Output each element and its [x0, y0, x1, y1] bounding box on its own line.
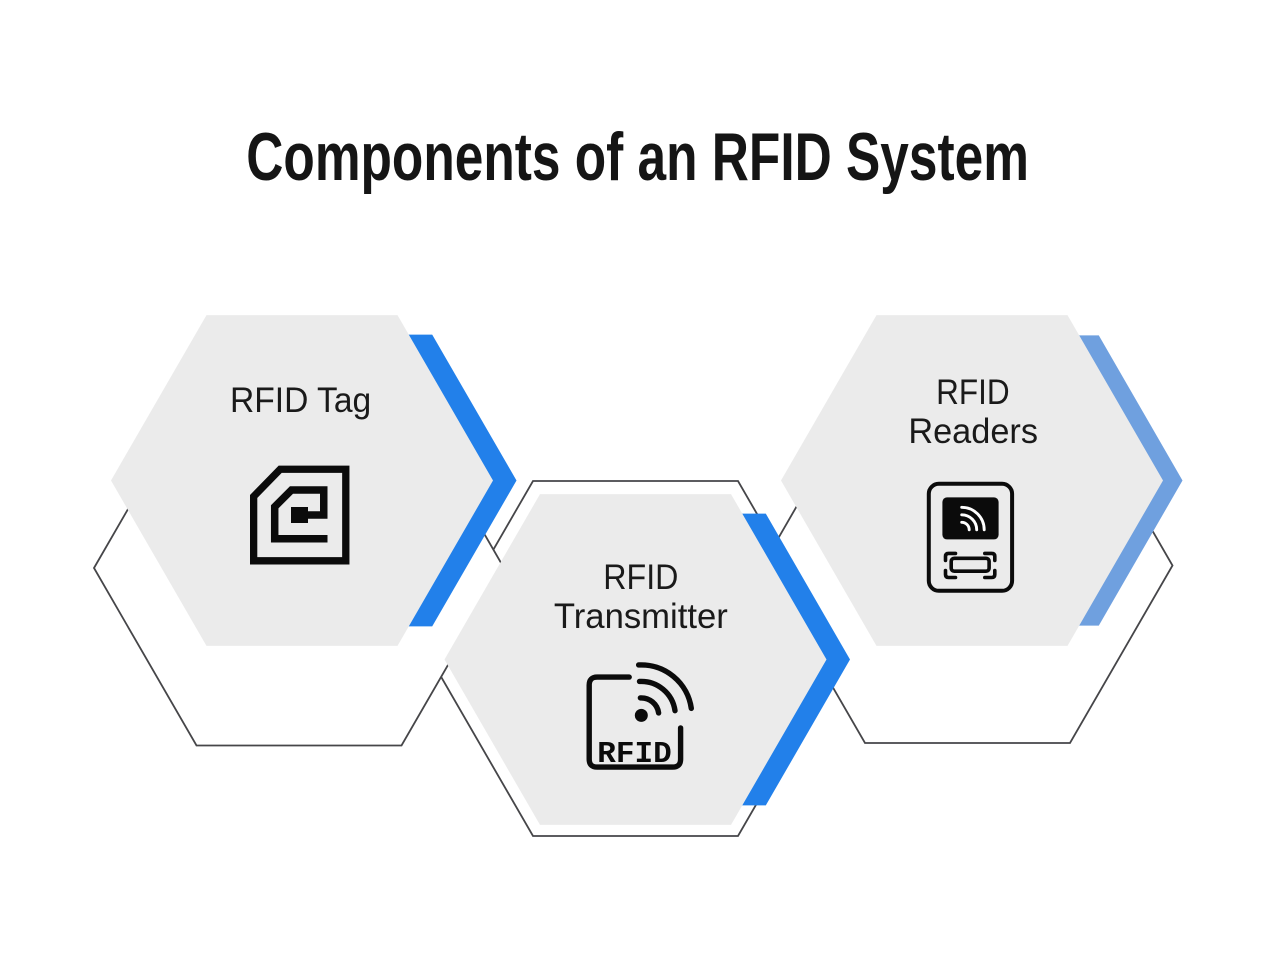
svg-text:RFID: RFID	[597, 737, 671, 772]
